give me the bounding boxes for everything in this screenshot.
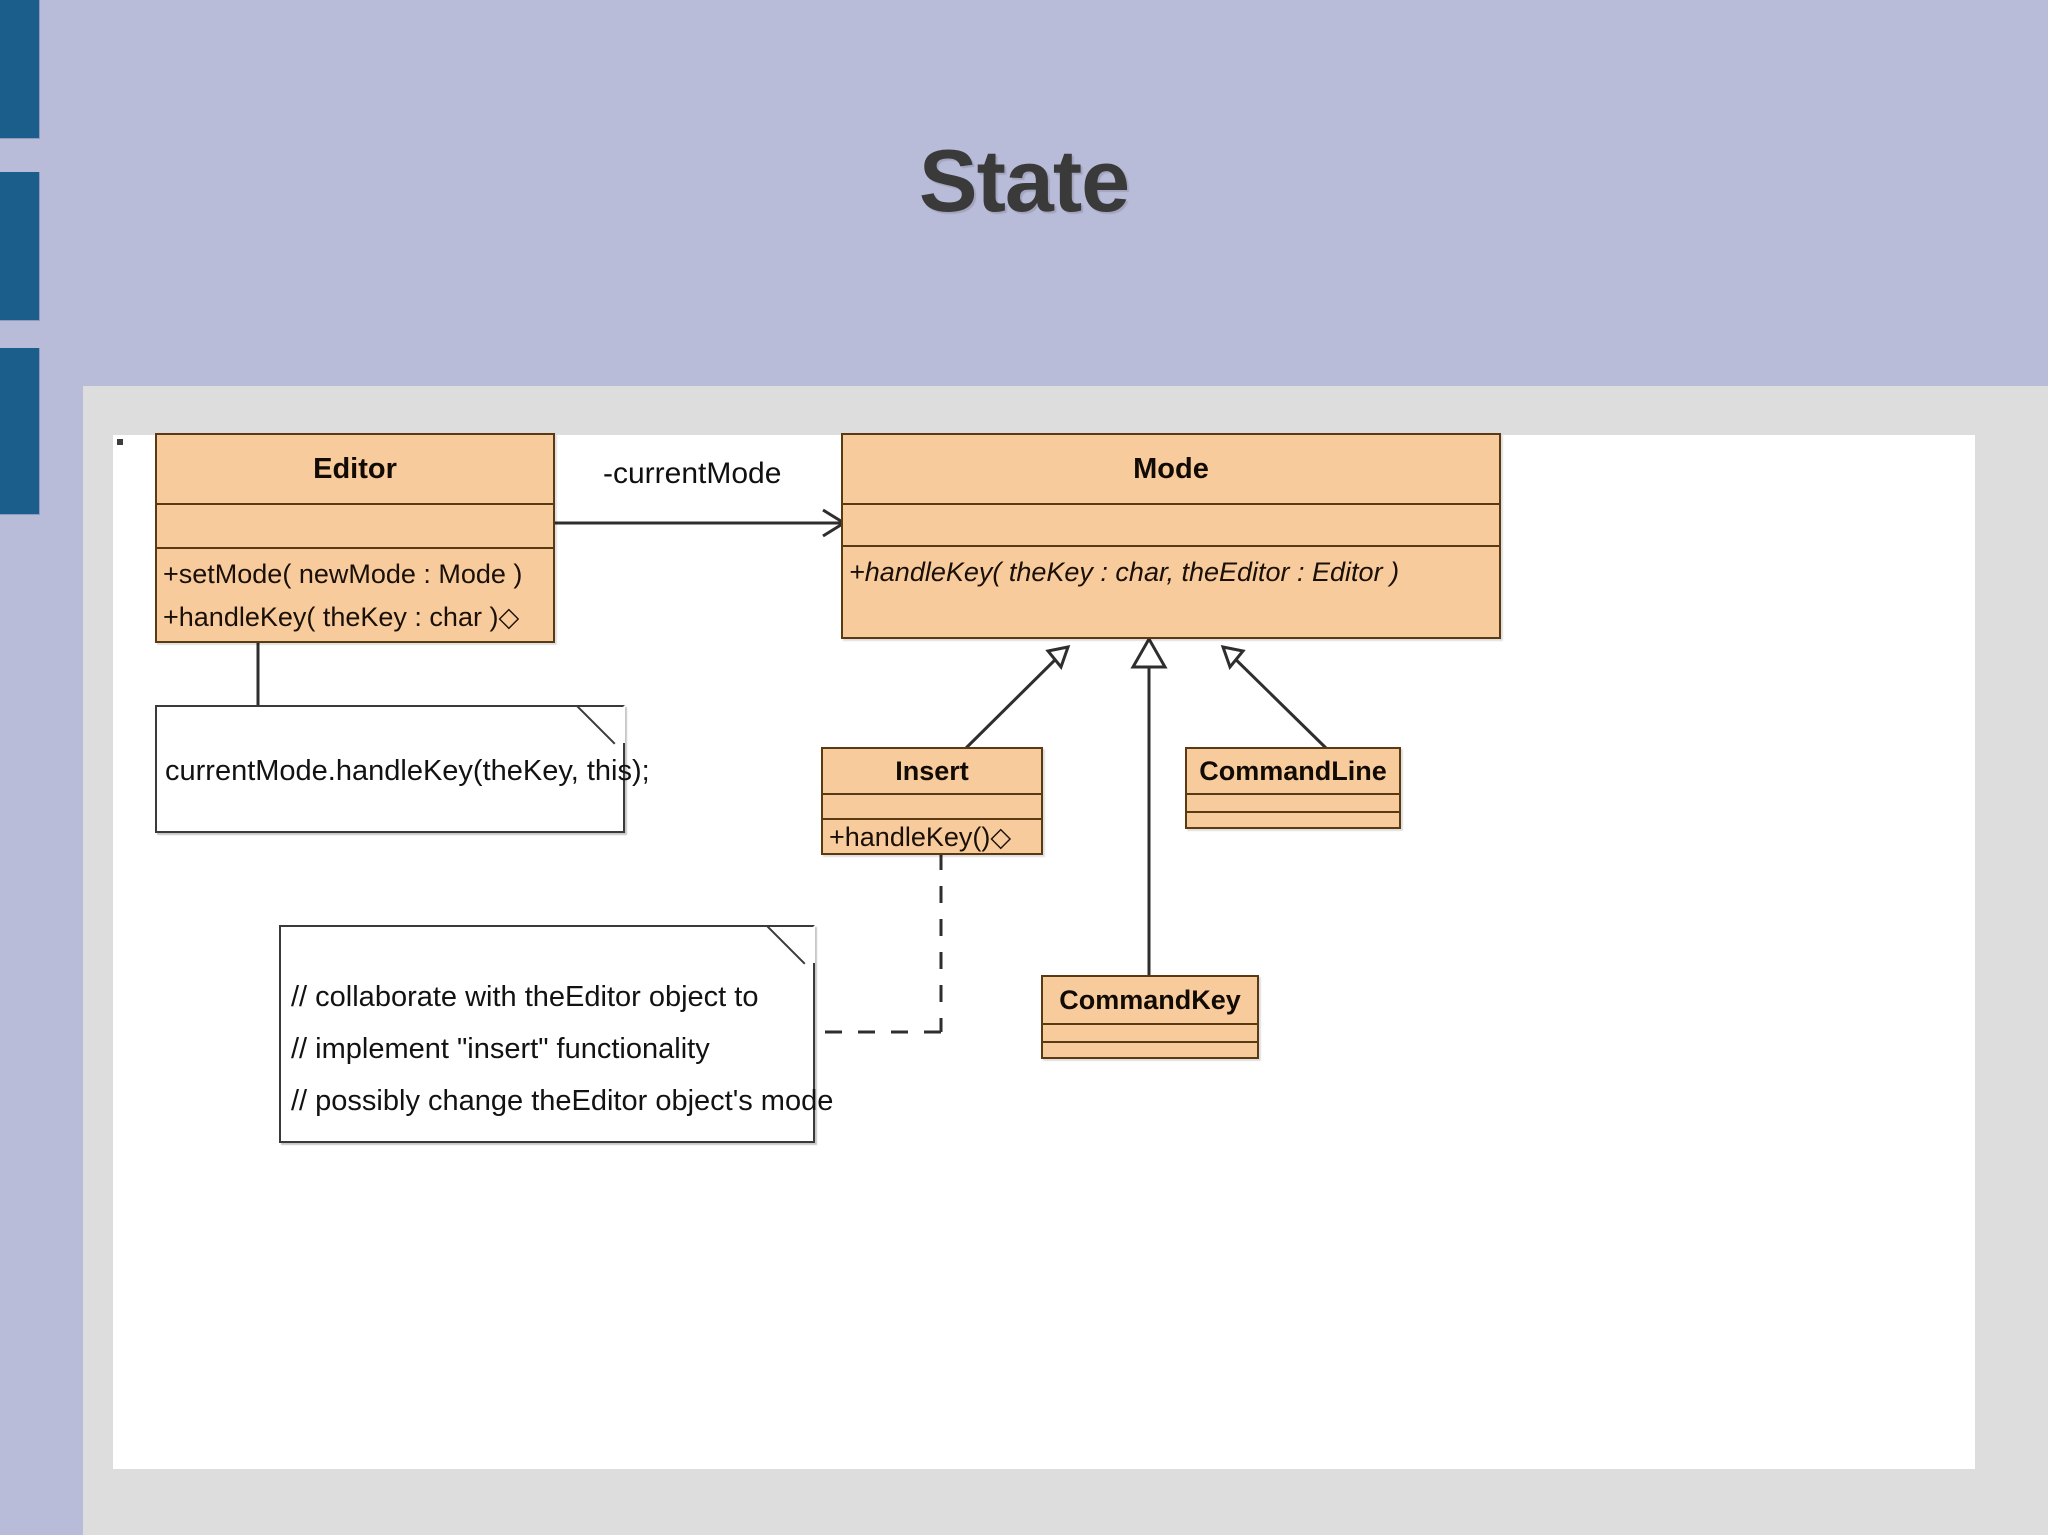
uml-class-commandkey[interactable]: CommandKey bbox=[1041, 975, 1259, 1059]
sidebar-accent-bar-3 bbox=[0, 348, 40, 515]
note-line: // implement "insert" functionality bbox=[291, 1033, 710, 1065]
uml-note-insert[interactable]: // collaborate with theEditor object to … bbox=[279, 925, 833, 1143]
diagram-canvas[interactable]: -currentMode Editor +setMode( newMode : … bbox=[113, 433, 1975, 1469]
uml-class-attributes-commandkey bbox=[1043, 1023, 1257, 1041]
uml-class-operations-mode: +handleKey( theKey : char, theEditor : E… bbox=[843, 545, 1499, 637]
uml-class-attributes-editor bbox=[157, 503, 553, 547]
sidebar-accent-bar-1 bbox=[0, 0, 40, 139]
uml-note-editor[interactable]: currentMode.handleKey(theKey, this); bbox=[155, 705, 650, 833]
uml-class-insert[interactable]: Insert +handleKey()◇ bbox=[821, 747, 1043, 855]
content-frame: -currentMode Editor +setMode( newMode : … bbox=[83, 386, 2048, 1535]
uml-class-name-editor: Editor bbox=[313, 452, 397, 485]
note-fold-corner-icon bbox=[777, 925, 815, 963]
uml-operation: +handleKey( theKey : char )◇ bbox=[163, 601, 520, 632]
slide-title: State bbox=[918, 131, 1130, 230]
uml-class-operations-commandline bbox=[1187, 811, 1399, 829]
note-line: // possibly change theEditor object's mo… bbox=[291, 1085, 834, 1117]
association-label-currentmode: -currentMode bbox=[603, 457, 782, 490]
uml-class-operations-insert: +handleKey()◇ bbox=[823, 818, 1041, 857]
uml-class-name-mode: Mode bbox=[1133, 452, 1209, 485]
uml-class-mode[interactable]: Mode +handleKey( theKey : char, theEdito… bbox=[841, 433, 1501, 639]
uml-class-editor[interactable]: Editor +setMode( newMode : Mode ) +handl… bbox=[155, 433, 555, 643]
uml-class-attributes-commandline bbox=[1187, 793, 1399, 811]
uml-operation: +handleKey( theKey : char, theEditor : E… bbox=[849, 557, 1400, 587]
note-line: // collaborate with theEditor object to bbox=[291, 981, 759, 1013]
uml-class-name-commandkey: CommandKey bbox=[1059, 984, 1241, 1015]
uml-class-attributes-mode bbox=[843, 503, 1499, 545]
uml-operation: +setMode( newMode : Mode ) bbox=[163, 559, 523, 589]
sidebar-accent-bar-2 bbox=[0, 172, 40, 321]
uml-class-operations-commandkey bbox=[1043, 1041, 1257, 1059]
uml-class-attributes-insert bbox=[823, 793, 1041, 818]
uml-operation: +handleKey()◇ bbox=[829, 822, 1012, 852]
uml-class-name-commandline: CommandLine bbox=[1199, 755, 1387, 786]
uml-class-operations-editor: +setMode( newMode : Mode ) +handleKey( t… bbox=[157, 547, 553, 641]
note-fold-corner-icon bbox=[587, 705, 625, 743]
uml-class-name-insert: Insert bbox=[895, 755, 969, 786]
note-line: currentMode.handleKey(theKey, this); bbox=[165, 755, 650, 787]
canvas-anchor-dot bbox=[117, 439, 123, 445]
uml-class-commandline[interactable]: CommandLine bbox=[1185, 747, 1401, 829]
